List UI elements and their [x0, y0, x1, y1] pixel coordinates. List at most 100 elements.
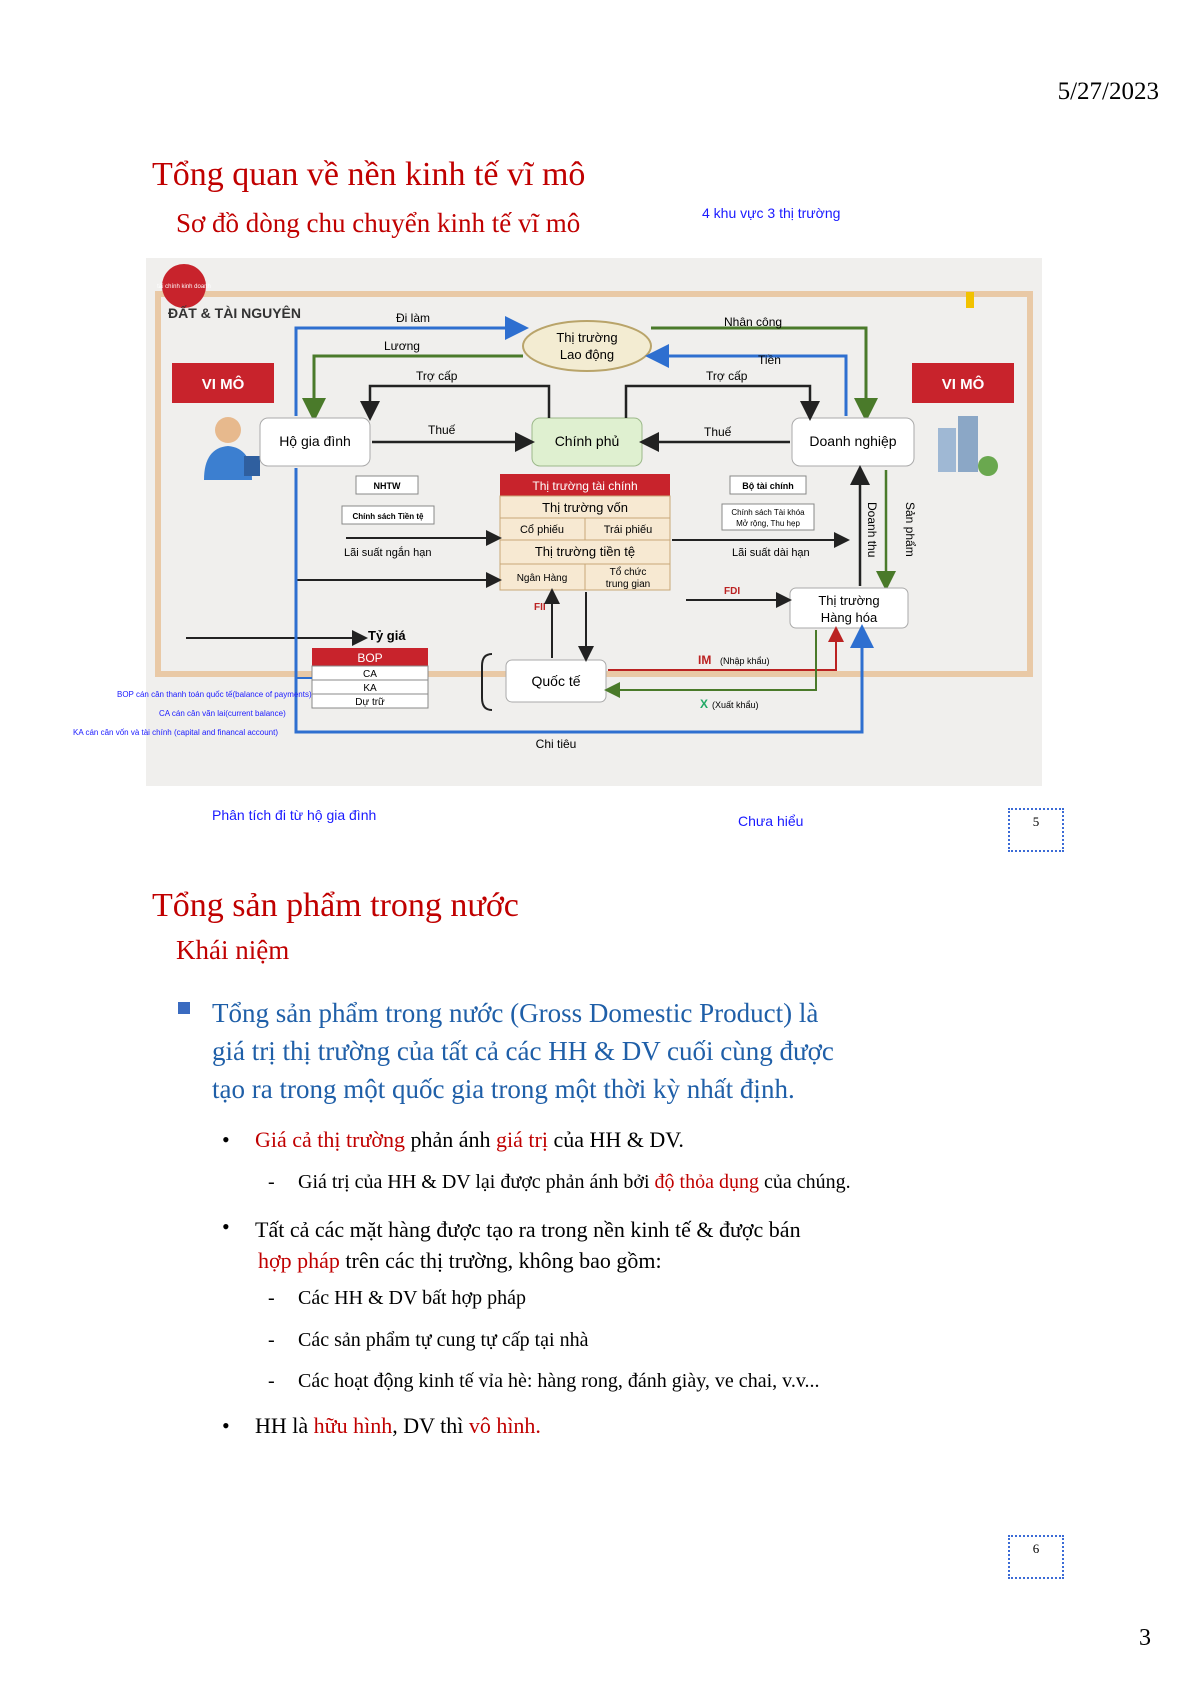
bullet-market-price: Giá cả thị trường phản ánh giá trị của H… [255, 1127, 684, 1152]
stock-label: Cổ phiếu [520, 524, 564, 536]
gdp-definition-line3: tạo ra trong một quốc gia trong một thời… [212, 1074, 795, 1104]
gdp-definition-line2: giá trị thị trường của tất cả các HH & D… [212, 1036, 834, 1066]
label-di-lam: Đi làm [396, 311, 430, 325]
exclusion-illegal: Các HH & DV bất hợp pháp [298, 1287, 526, 1309]
bond-label: Trái phiếu [604, 524, 653, 536]
labour-market-node [522, 320, 652, 372]
slide-number-6: 6 [1008, 1535, 1064, 1579]
labour-market-line1: Thị trường [556, 330, 617, 345]
import-label: IM [698, 653, 711, 667]
page-date: 5/27/2023 [1057, 78, 1159, 105]
dash-bullet-icon: - [268, 1171, 275, 1193]
ca-label: CA [363, 669, 377, 680]
dash-bullet-icon: - [268, 1287, 275, 1309]
dot-bullet-icon: • [222, 1214, 230, 1239]
business-label: Doanh nghiệp [809, 433, 896, 449]
vi-mo-left-box [172, 363, 274, 403]
dash-bullet-icon: - [268, 1329, 275, 1351]
goods-market-line1: Thị trường [818, 593, 879, 608]
arrow-nhan-cong [651, 326, 878, 422]
label-tro-cap-left: Trợ cấp [416, 369, 458, 383]
label-san-pham: Sản phẩm [903, 502, 917, 557]
region-label: ĐẤT & TÀI NGUYÊN [168, 304, 301, 321]
reserve-box [311, 693, 429, 709]
financial-market-header [500, 474, 670, 496]
bullet-legal-goods: Tất cả các mặt hàng được tạo ra trong nề… [255, 1217, 801, 1273]
slide5-title: Tổng quan về nền kinh tế vĩ mô [152, 156, 586, 193]
household-person-icon [204, 417, 260, 480]
money-market-label: Thị trường tiền tệ [535, 544, 635, 559]
fiscal-policy-box [721, 503, 815, 531]
region-marker [966, 292, 974, 308]
slide6-title: Tổng sản phẩm trong nước [152, 887, 519, 924]
labour-market-line2: Lao động [560, 347, 614, 362]
fiscal-policy-line1: Chính sách Tài khóa [731, 508, 805, 517]
household-node [259, 417, 371, 467]
page-number: 3 [1139, 1625, 1151, 1651]
arrow-tro-cap-right [624, 384, 820, 421]
annotation-ca: CA cán cân vãn lai(current balance) [159, 709, 286, 718]
government-label: Chính phủ [555, 433, 620, 449]
ministry-box [729, 475, 807, 495]
bop-bracket [481, 653, 493, 711]
label-nhan-cong: Nhân công [724, 315, 782, 329]
goods-market-line2: Hàng hóa [821, 610, 878, 625]
note-household-analysis: Phân tích đi từ hộ gia đình [212, 807, 377, 823]
long-rate-label: Lãi suất dài hạn [732, 547, 810, 559]
arrow-export [604, 630, 817, 698]
intermediary-line2: trung gian [606, 579, 650, 590]
note-4-sectors: 4 khu vực 3 thị trường [702, 205, 841, 221]
circular-flow-diagram: tài chính kinh doanh ĐẤT & TÀI NGUYÊN VI… [146, 258, 1042, 786]
household-label: Hộ gia đình [279, 433, 351, 449]
bullet-utility: Giá trị của HH & DV lại được phản ánh bở… [298, 1171, 851, 1193]
ministry-label: Bộ tài chính [742, 481, 794, 491]
vi-mo-right: VI MÔ [942, 375, 985, 393]
export-note: (Xuất khẩu) [712, 700, 759, 710]
bop-box [312, 648, 428, 666]
ka-label: KA [363, 683, 377, 694]
label-thue-right: Thuế [704, 425, 732, 439]
fiscal-policy-line2: Mở rộng, Thu hẹp [736, 519, 800, 528]
import-note: (Nhập khẩu) [720, 656, 770, 666]
goods-market-node [789, 587, 909, 629]
slide6-subtitle: Khái niệm [176, 935, 290, 965]
reserve-label: Dự trữ [355, 697, 385, 708]
bullet-tangible: HH là hữu hình, DV thì vô hình. [255, 1413, 541, 1438]
slide-number-5: 5 [1008, 808, 1064, 852]
international-label: Quốc tế [531, 673, 580, 689]
bank-label: Ngân Hàng [517, 573, 568, 584]
label-tro-cap-right: Trợ cấp [706, 369, 748, 383]
arrow-import [608, 626, 844, 671]
arrow-tien [645, 344, 848, 416]
vi-mo-right-box [912, 363, 1014, 403]
arrow-luong [302, 354, 523, 422]
exchange-rate-label: Tỷ giá [368, 628, 406, 643]
short-rate-label: Lãi suất ngắn hạn [344, 546, 431, 559]
fii-label: FII [534, 602, 546, 613]
financial-market-label: Thị trường tài chính [532, 479, 637, 493]
intermediary-line1: Tổ chức [610, 566, 647, 578]
gdp-definition-line1: Tổng sản phẩm trong nước (Gross Domestic… [212, 998, 819, 1028]
international-node [505, 659, 607, 703]
annotation-bop: BOP cán cân thanh toán quốc tế(balance o… [117, 690, 312, 699]
slide5-subtitle: Sơ đồ dòng chu chuyển kinh tế vĩ mô [176, 208, 581, 238]
arrow-chi-tieu [294, 468, 874, 734]
label-tien: Tiền [758, 353, 781, 367]
exclusion-street-economy: Các hoạt động kinh tế vỉa hè: hàng rong,… [298, 1370, 820, 1392]
label-chi-tieu: Chi tiêu [536, 737, 577, 751]
bop-label: BOP [357, 651, 382, 665]
dash-bullet-icon: - [268, 1370, 275, 1392]
nhtw-box [355, 475, 419, 495]
logo-text: tài chính kinh doanh [157, 284, 211, 290]
label-thue-left: Thuế [428, 423, 456, 437]
square-bullet-icon [178, 1002, 190, 1014]
business-building-icon [938, 416, 998, 476]
fdi-label: FDI [724, 586, 740, 597]
label-luong: Lương [384, 339, 420, 353]
capital-market-label: Thị trường vốn [542, 500, 628, 515]
annotation-ka: KA cán cân vốn và tài chính (capital and… [73, 728, 279, 737]
dot-bullet-icon: • [222, 1127, 230, 1152]
dot-bullet-icon: • [222, 1413, 230, 1438]
arrow-di-lam [294, 316, 529, 416]
nhtw-label: NHTW [374, 481, 401, 491]
